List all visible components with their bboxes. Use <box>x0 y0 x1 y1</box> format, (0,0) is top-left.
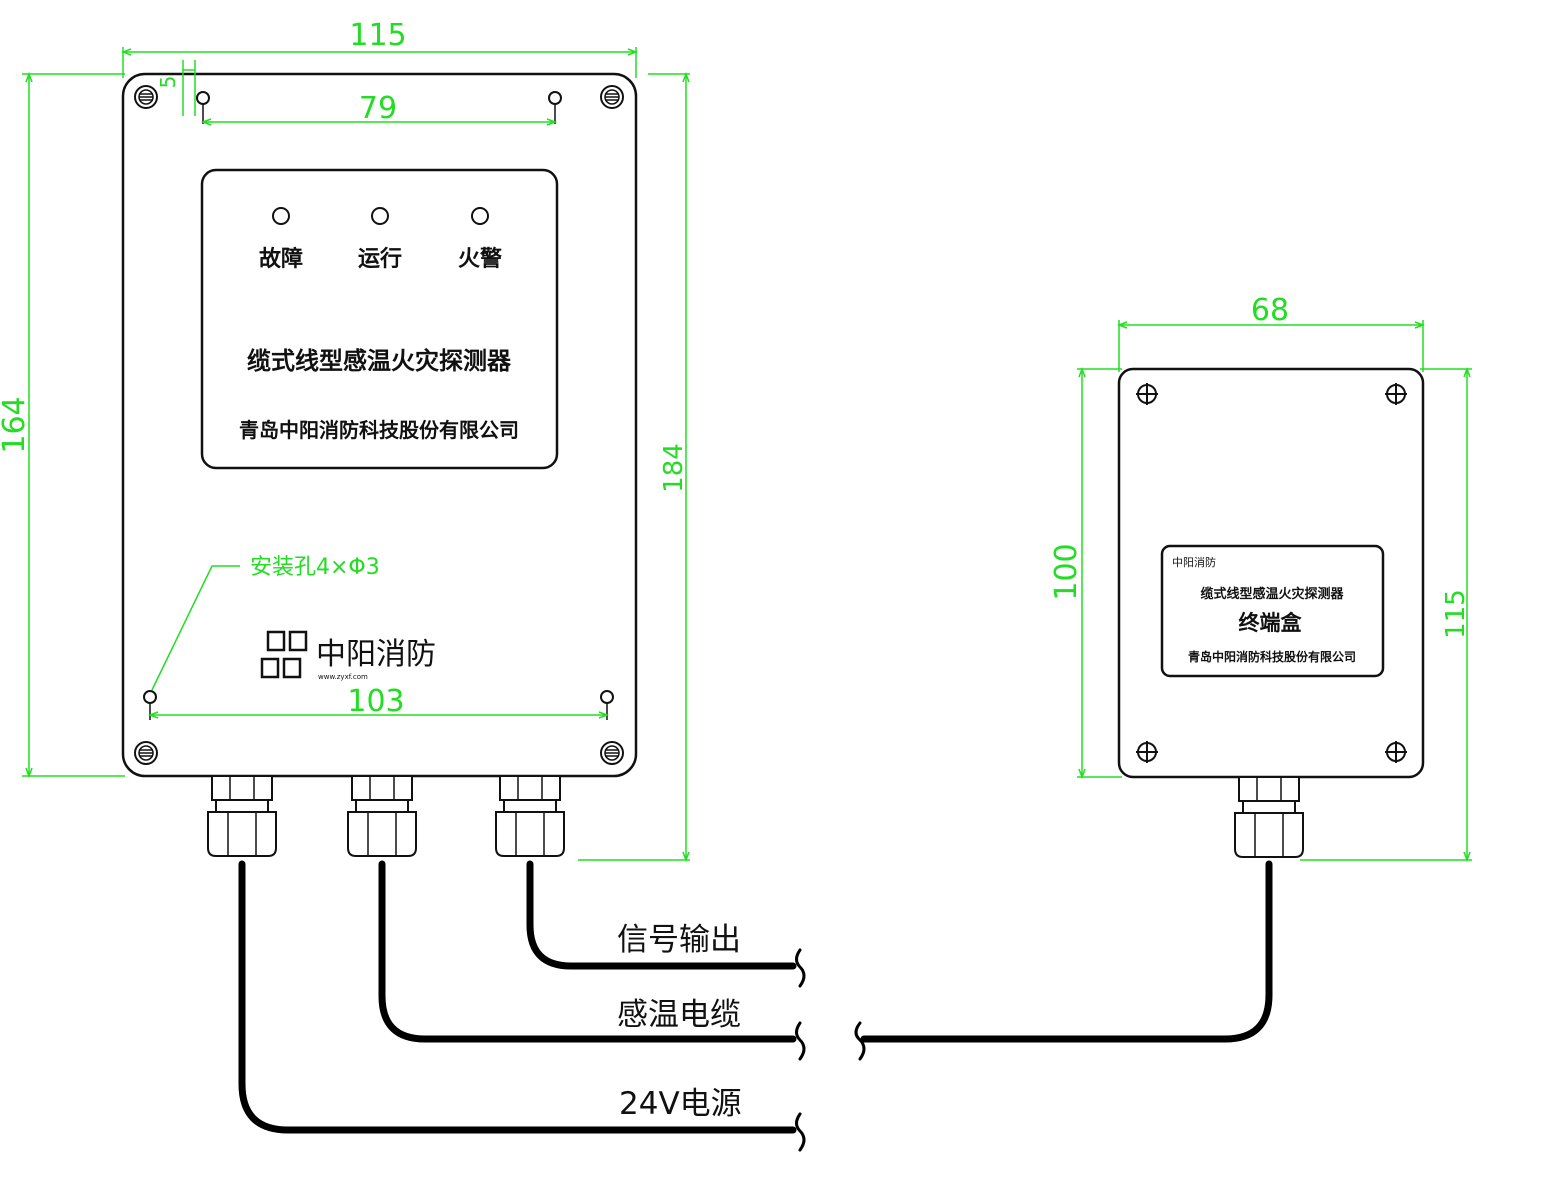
panel-product-name: 缆式线型感温火灾探测器 <box>247 347 512 375</box>
corner-screw-icon <box>600 741 624 765</box>
cable-gland-icon <box>347 775 417 857</box>
mounting-hole-icon <box>196 91 210 124</box>
mounting-hole-icon <box>143 690 157 720</box>
indicator-label-run: 运行 <box>358 246 402 272</box>
dim-main-total-height: 184 <box>659 443 689 493</box>
end-box-product-name: 缆式线型感温火灾探测器 <box>1200 586 1344 602</box>
dim-end-total-height: 115 <box>1441 589 1471 639</box>
sensing-cable-label: 感温电缆 <box>617 997 741 1033</box>
end-box-dimensions <box>1077 320 1472 863</box>
signal-output-label: 信号输出 <box>617 922 741 958</box>
end-box-label-panel <box>1160 544 1385 678</box>
front-panel <box>200 168 559 470</box>
power-cable <box>238 860 797 1134</box>
fault-led-icon <box>272 207 290 225</box>
dim-edge-offset: 5 <box>156 76 180 89</box>
brand-website: www.zyxf.com <box>318 673 368 681</box>
dim-hole-spacing-top: 79 <box>359 91 397 126</box>
corner-screw-icon <box>134 85 158 109</box>
corner-screw-icon <box>134 741 158 765</box>
cable-gland-icon <box>495 775 565 857</box>
indicator-label-fire: 火警 <box>458 247 502 272</box>
run-led-icon <box>371 207 389 225</box>
panel-company: 青岛中阳消防科技股份有限公司 <box>239 418 519 442</box>
dim-main-height: 164 <box>0 396 32 453</box>
cable-break-icon <box>795 948 866 1152</box>
end-box-title: 终端盒 <box>1239 611 1303 635</box>
corner-screw-icon <box>600 85 624 109</box>
mounting-hole-icon <box>548 91 562 124</box>
brand-name: 中阳消防 <box>316 637 436 672</box>
sensing-cable <box>378 860 797 1043</box>
fire-led-icon <box>471 207 489 225</box>
cable-gland-icon <box>207 775 277 857</box>
dim-end-height: 100 <box>1049 543 1084 600</box>
main-detector: 故障 运行 火警 缆式线型感温火灾探测器 青岛中阳消防科技股份有限公司 中阳消防… <box>121 72 638 857</box>
cables <box>238 860 1273 1134</box>
end-box: 中阳消防 缆式线型感温火灾探测器 终端盒 青岛中阳消防科技股份有限公司 <box>1117 367 1425 858</box>
mounting-hole-icon <box>600 690 614 720</box>
dim-hole-spacing-bottom: 103 <box>347 684 404 719</box>
main-dimensions <box>22 47 690 863</box>
dim-end-width: 68 <box>1251 293 1289 328</box>
power-label: 24V电源 <box>619 1086 742 1122</box>
dim-main-width: 115 <box>349 18 406 53</box>
mounting-hole-label: 安装孔4×Φ3 <box>250 555 380 580</box>
cable-gland-icon <box>1234 776 1304 858</box>
end-box-logo: 中阳消防 <box>1172 555 1216 569</box>
signal-cable <box>526 860 797 970</box>
end-cable <box>860 860 1273 1043</box>
indicator-label-fault: 故障 <box>259 246 303 272</box>
end-box-company: 青岛中阳消防科技股份有限公司 <box>1188 649 1356 664</box>
brand-logo-icon <box>260 630 308 679</box>
